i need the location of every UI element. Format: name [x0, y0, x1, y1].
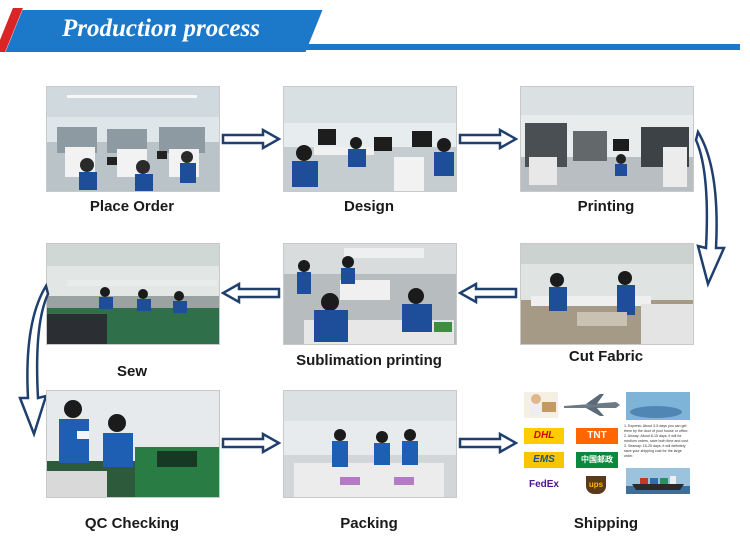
arrow-right-icon [458, 128, 518, 150]
step-label-sew: Sew [32, 363, 232, 380]
sew-photo [46, 243, 220, 345]
step-label-shipping: Shipping [506, 515, 706, 532]
place-order-photo [46, 86, 220, 192]
arrow-left-icon [221, 282, 281, 304]
header-underline [300, 44, 740, 50]
arrow-right-icon [458, 432, 518, 454]
arrow-right-icon [221, 128, 281, 150]
step-label-printing: Printing [506, 198, 706, 215]
step-label-sublimation-printing: Sublimation printing [269, 352, 469, 369]
china-post-logo: 中国邮政 [576, 452, 618, 468]
cut-fabric-photo [520, 243, 694, 345]
page-header: Production process [0, 0, 750, 56]
globe-sky-image [626, 392, 690, 420]
design-photo [283, 86, 457, 192]
step-label-place-order: Place Order [32, 198, 232, 215]
courier-man-image [524, 392, 558, 418]
ems-logo: EMS [524, 452, 564, 468]
step-label-packing: Packing [269, 515, 469, 532]
ups-logo: ups [586, 476, 606, 494]
packing-photo [283, 390, 457, 498]
step-label-qc-checking: QC Checking [32, 515, 232, 532]
page-title: Production process [62, 15, 260, 43]
cargo-ship-image [626, 468, 690, 494]
airplane-icon [560, 392, 622, 418]
shipping-note-seaway: 3. Seaway: 15-25 days, it will definitel… [624, 444, 690, 459]
printing-photo [520, 86, 694, 192]
shipping-notes: 1. Express: About 3-5 days you can get t… [624, 424, 690, 464]
arrow-left-icon [458, 282, 518, 304]
qc-checking-photo [46, 390, 220, 498]
step-label-cut-fabric: Cut Fabric [506, 348, 706, 365]
dhl-logo: DHL [524, 428, 564, 444]
arrow-right-icon [221, 432, 281, 454]
shipping-panel: DHL TNT EMS 中国邮政 FedEx ups 1. Express: A… [520, 390, 692, 496]
shipping-note-express: 1. Express: About 3-5 days you can get t… [624, 424, 690, 434]
sublimation-printing-photo [283, 243, 457, 345]
curved-arrow-down-icon [694, 128, 728, 288]
tnt-logo: TNT [576, 428, 618, 444]
step-label-design: Design [269, 198, 469, 215]
fedex-logo: FedEx [524, 478, 564, 492]
shipping-note-airway: 2. Airway: About 8-15 days, it will for … [624, 434, 690, 444]
